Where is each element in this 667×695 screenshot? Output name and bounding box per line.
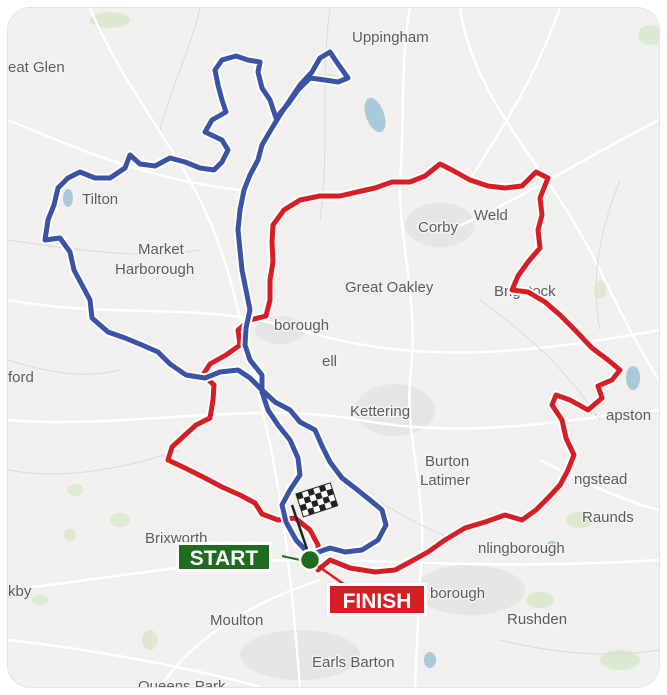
finish-pointer bbox=[317, 564, 346, 587]
route-map[interactable]: Uppingham eat Glen Tilton Market Harboro… bbox=[8, 8, 659, 687]
start-marker[interactable] bbox=[281, 548, 322, 572]
start-label-bg bbox=[179, 545, 269, 569]
start-label[interactable]: START bbox=[176, 542, 272, 572]
start-label-text: START bbox=[190, 547, 259, 570]
label-earls-barton: Earls Barton bbox=[312, 654, 395, 671]
label-latimer: Latimer bbox=[420, 472, 470, 489]
map-base bbox=[8, 8, 659, 687]
label-welford: ford bbox=[8, 369, 34, 386]
label-kilsby: kby bbox=[8, 583, 32, 600]
place-labels: Uppingham eat Glen Tilton Market Harboro… bbox=[8, 28, 653, 688]
label-rushden: Rushden bbox=[507, 611, 567, 628]
label-raunds: Raunds bbox=[582, 509, 634, 526]
label-ringstead: ngstead bbox=[574, 471, 627, 488]
finish-label[interactable]: FINISH bbox=[327, 583, 427, 616]
label-wellingborough: borough bbox=[430, 585, 485, 602]
label-thrapston: apston bbox=[606, 407, 651, 424]
label-rothwell: ell bbox=[322, 353, 337, 370]
label-great-glen: eat Glen bbox=[8, 59, 65, 76]
label-queens-park: Queens Park bbox=[138, 678, 226, 687]
label-tilton: Tilton bbox=[82, 191, 118, 208]
finish-label-bg bbox=[330, 586, 424, 613]
finish-label-text: FINISH bbox=[343, 590, 412, 613]
label-weldon: Weld bbox=[474, 207, 508, 224]
label-desborough: borough bbox=[274, 317, 329, 334]
label-market: Market bbox=[138, 241, 185, 258]
map-frame[interactable]: Uppingham eat Glen Tilton Market Harboro… bbox=[8, 8, 659, 687]
label-uppingham: Uppingham bbox=[352, 29, 429, 46]
label-kettering: Kettering bbox=[350, 403, 410, 420]
water-bodies bbox=[63, 97, 640, 668]
blue-route bbox=[42, 49, 389, 558]
label-burton: Burton bbox=[425, 453, 469, 470]
label-corby: Corby bbox=[418, 219, 459, 236]
routes bbox=[40, 47, 625, 577]
urban-areas bbox=[240, 203, 525, 680]
label-moulton: Moulton bbox=[210, 612, 263, 629]
start-dot-icon bbox=[298, 548, 322, 572]
label-irthlingborough: nlingborough bbox=[478, 540, 565, 557]
label-great-oakley: Great Oakley bbox=[345, 279, 434, 296]
red-route bbox=[165, 161, 623, 575]
label-harborough: Harborough bbox=[115, 261, 194, 278]
